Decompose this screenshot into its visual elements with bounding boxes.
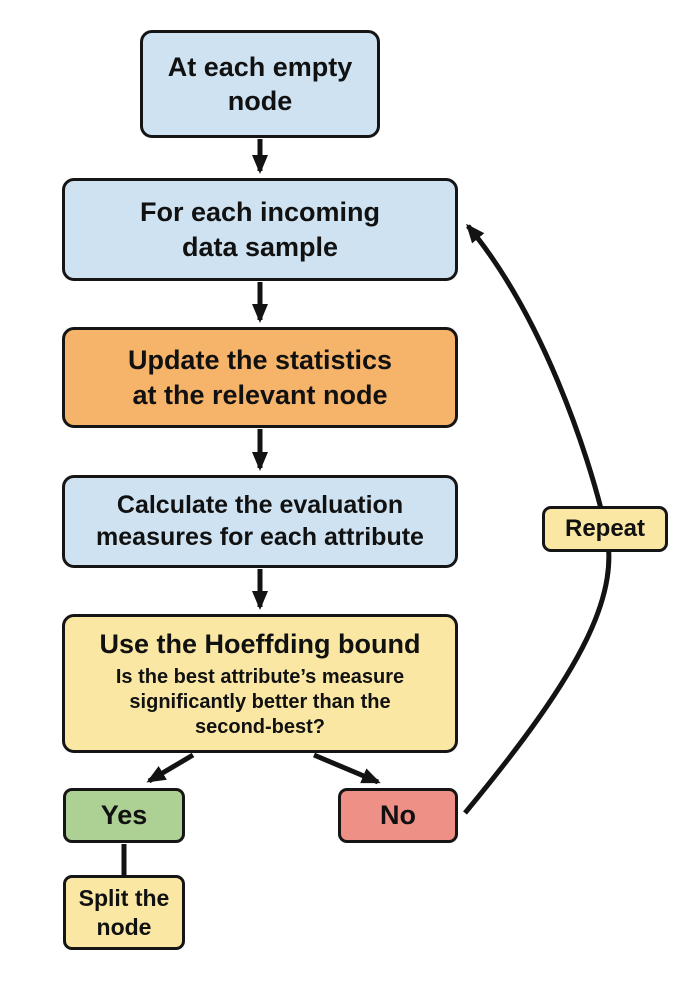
edge-hoeffding-to-yes-arrow — [146, 752, 195, 784]
node-label-line: At each empty — [167, 51, 353, 82]
node-label-line: at the relevant node — [132, 379, 388, 410]
node-yes: Yes — [63, 788, 185, 843]
node-subtext: Is the best attribute’s measure signific… — [116, 665, 404, 740]
node-subtext-line: significantly better than the — [129, 690, 391, 713]
node-repeat: Repeat — [542, 506, 668, 552]
node-subtext-line: Is the best attribute’s measure — [115, 665, 405, 688]
node-label-line: measures for each attribute — [96, 522, 424, 551]
node-hoeffding-bound-decision: Use the Hoeffding bound Is the best attr… — [62, 614, 458, 753]
node-no: No — [338, 788, 458, 843]
node-label: Yes — [100, 800, 148, 830]
node-calculate-evaluation-measures: Calculate the evaluation measures for ea… — [62, 475, 458, 568]
node-label-line: node — [96, 913, 152, 940]
node-title: Use the Hoeffding bound — [99, 629, 421, 660]
node-label-line: Split the — [78, 884, 170, 911]
node-for-each-incoming-sample: For each incoming data sample — [62, 178, 458, 281]
node-label-line: data sample — [181, 231, 339, 262]
node-label-line: Calculate the evaluation — [116, 491, 404, 519]
node-at-each-empty-node: At each empty node — [140, 30, 380, 138]
node-label-line: node — [227, 86, 293, 116]
node-label: No — [380, 800, 416, 830]
node-label-line: Update the statistics — [127, 345, 393, 376]
node-subtext-line: second-best? — [194, 715, 326, 738]
node-split-the-node: Split the node — [63, 875, 185, 950]
node-update-statistics: Update the statistics at the relevant no… — [62, 327, 458, 428]
node-label-line: For each incoming — [139, 197, 381, 228]
node-label: Repeat — [564, 515, 646, 542]
edge-hoeffding-to-no-arrow — [313, 752, 381, 785]
